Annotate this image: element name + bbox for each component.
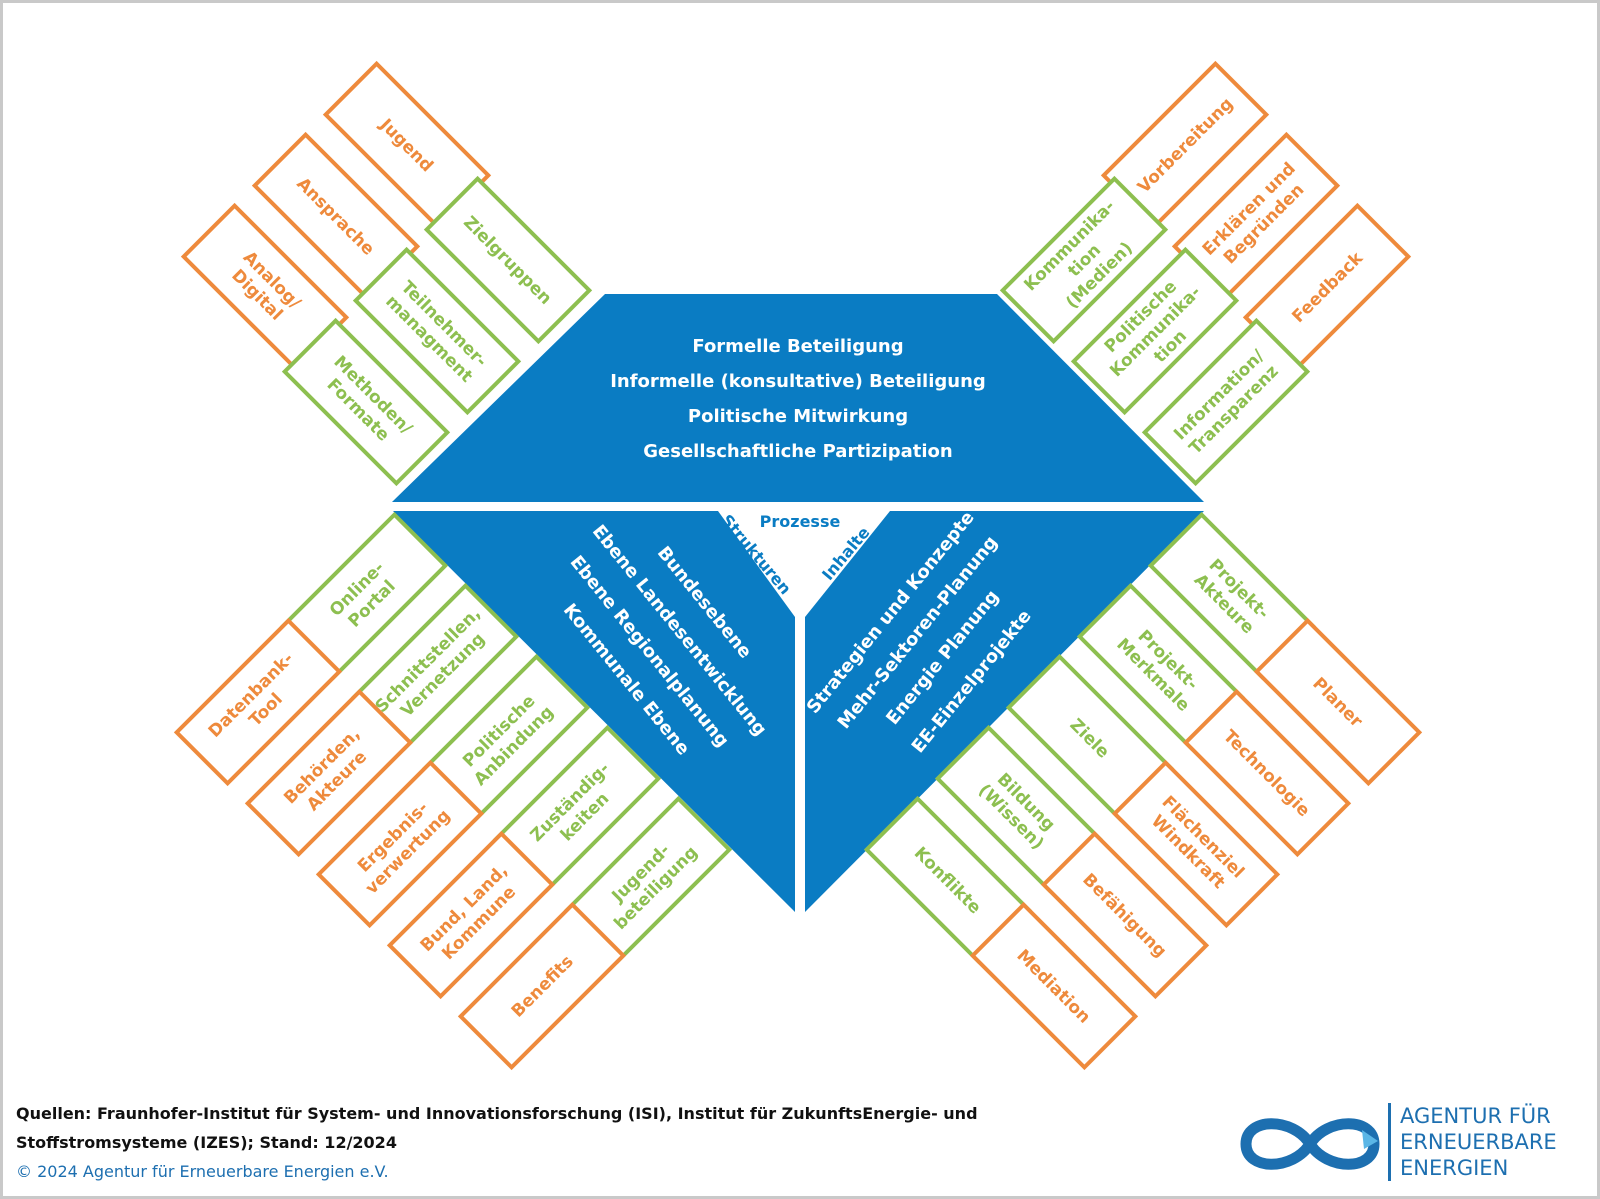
copyright: © 2024 Agentur für Erneuerbare Energien … [16,1162,389,1181]
tile-top-left-6: Methoden/Formate [281,317,451,487]
tile-frame [173,617,343,787]
tile-top-right-6: Information/Transparenz [1141,317,1311,487]
tile-frame [423,175,593,345]
tile-frame [1141,317,1311,487]
infinity-icon [1240,1118,1380,1170]
tile-bottom-right-3: Ziele [1005,653,1175,823]
tile-frame [1111,759,1281,929]
source-line-1: Quellen: Fraunhofer-Institut für System-… [16,1104,978,1123]
tile-bottom-right-2: Projekt-Merkmale [1076,582,1246,752]
top-line-1: Formelle Beteiligung [692,336,903,357]
top-line-3: Politische Mitwirkung [688,406,908,427]
tile-frame [1253,617,1423,787]
logo-line-2: ERNEUERBARE [1400,1130,1557,1154]
tile-bottom-left-6: Datenbank-Tool [173,617,343,787]
source-line-2: Stoffstromsysteme (IZES); Stand: 12/2024 [16,1133,397,1152]
logo-line-1: AGENTUR FÜR [1400,1104,1551,1128]
tile-bottom-left-8: Ergebnis-verwertung [315,759,485,929]
tile-bottom-left-10: Benefits [457,901,627,1071]
tile-frame [969,901,1139,1071]
tile-bottom-left-5: Jugend-beteiligung [563,795,733,965]
tile-bottom-right-4: Bildung(Wissen) [934,724,1104,894]
tile-frame [1182,688,1352,858]
tile-top-right-3: Feedback [1242,202,1412,372]
tile-frame [999,175,1169,345]
tile-frame [457,901,627,1071]
tile-bottom-left-2: Schnittstellen,Vernetzung [350,582,520,752]
tile-bottom-right-5: Konflikte [863,795,1033,965]
footer: Quellen: Fraunhofer-Institut für System-… [16,1099,1016,1185]
tile-frame [1040,830,1210,1000]
top-line-2: Informelle (konsultative) Beteiligung [610,371,986,392]
tile-bottom-right-6: Planer [1253,617,1423,787]
aee-logo: AGENTUR FÜR ERNEUERBARE ENERGIEN [1238,1103,1590,1185]
tile-bottom-right-10: Mediation [969,901,1139,1071]
tile-bottom-left-4: Zuständig-keiten [492,724,662,894]
tile-frame [386,830,556,1000]
tile-frame [352,246,522,416]
tile-top-left-1: Jugend [322,60,492,230]
top-line-4: Gesellschaftliche Partizipation [643,441,952,462]
logo-wordmark: AGENTUR FÜR ERNEUERBARE ENERGIEN [1388,1103,1600,1181]
logo-line-3: ENERGIEN [1400,1156,1509,1180]
tile-frame [315,759,485,929]
top-trapezoid [392,294,1204,502]
tile-top-left-5: Teilnehmer-managment [352,246,522,416]
participation-diagram: Formelle Beteiligung Informelle (konsult… [173,60,1423,1071]
tile-frame [1070,246,1240,416]
tile-frame [281,317,451,487]
label-prozesse: Prozesse [760,512,841,531]
tile-frame [244,688,414,858]
